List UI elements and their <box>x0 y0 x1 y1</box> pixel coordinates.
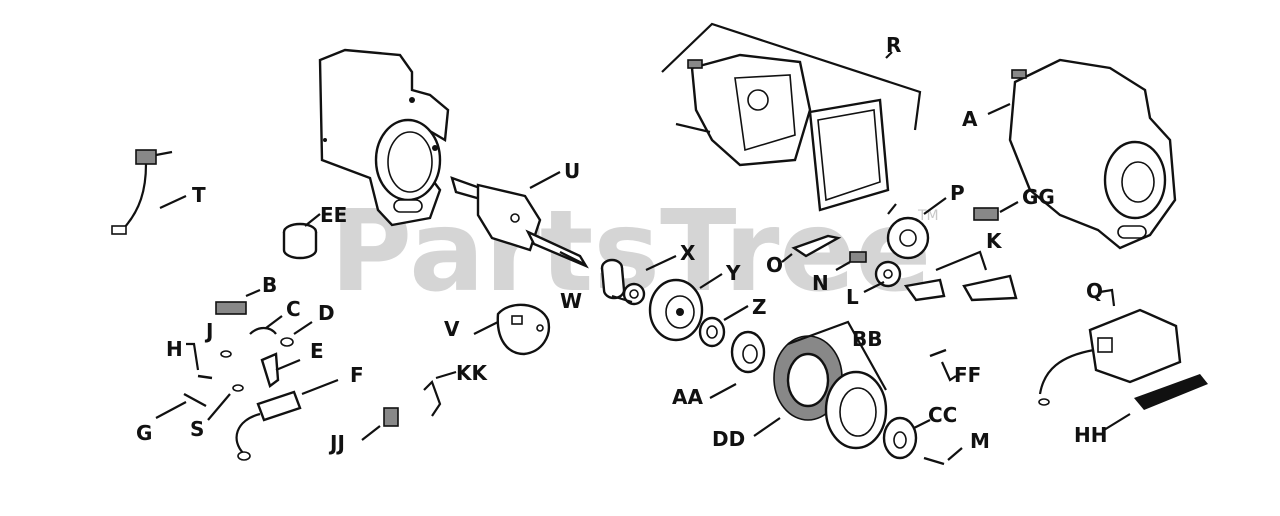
disc-bb-part <box>824 370 888 450</box>
screw-h-part <box>197 374 213 380</box>
label-ee: EE <box>320 203 347 227</box>
label-g: G <box>136 421 152 445</box>
leader-lines <box>155 51 1131 461</box>
label-r: R <box>886 33 901 57</box>
cover-q-part <box>1038 308 1182 406</box>
r-bracket-line <box>661 22 922 131</box>
switch-part <box>111 149 173 235</box>
end-cap-v-part <box>496 303 551 356</box>
label-z: Z <box>752 295 767 319</box>
pulley-cc-part <box>882 416 918 460</box>
label-l: L <box>846 285 859 309</box>
label-gg: GG <box>1022 185 1055 209</box>
terminal-hh-part <box>1134 374 1208 410</box>
bearing-aa-part <box>730 330 766 374</box>
label-j: J <box>204 319 213 343</box>
screw-n-part <box>849 251 867 263</box>
bushing-part <box>282 222 318 260</box>
label-o: O <box>766 253 783 277</box>
screw-ff-part <box>929 348 947 358</box>
housing-part <box>318 48 450 227</box>
washer-s-part <box>232 384 244 392</box>
washer-x-hole <box>629 289 639 299</box>
label-dd: DD <box>712 427 745 451</box>
label-hh: HH <box>1074 423 1107 447</box>
label-ff: FF <box>954 363 981 387</box>
label-jj: JJ <box>328 431 345 455</box>
gear-l-part <box>874 260 902 288</box>
label-t: T <box>192 183 206 207</box>
label-bb: BB <box>852 327 883 351</box>
label-d: D <box>318 301 335 325</box>
label-cc: CC <box>928 403 957 427</box>
label-e: E <box>310 339 324 363</box>
bracket-k-part <box>962 274 1018 302</box>
label-x: X <box>680 241 696 265</box>
label-u: U <box>564 159 580 183</box>
label-f: F <box>350 363 364 387</box>
bb-bracket-line <box>787 320 887 391</box>
label-w: W <box>560 289 582 313</box>
brush-gg-part <box>973 207 999 221</box>
label-y: Y <box>725 261 741 285</box>
label-c: C <box>286 297 301 321</box>
label-k: K <box>986 229 1003 253</box>
washer-d-part <box>280 337 294 347</box>
bracket-e-part <box>260 352 280 388</box>
label-q: Q <box>1086 279 1103 303</box>
label-m: M <box>970 429 990 453</box>
armature-part <box>450 176 589 269</box>
label-aa: AA <box>672 385 703 409</box>
sleeve-w-part <box>600 258 626 300</box>
disc-dd-part <box>773 335 843 421</box>
label-b: B <box>262 273 277 297</box>
gear-housing-part <box>675 53 812 167</box>
screw-m-part <box>923 456 945 466</box>
gear-p-part <box>886 203 930 260</box>
label-s: S <box>190 417 204 441</box>
terminal-jj-part <box>383 407 399 427</box>
pulley-y-part <box>648 278 704 342</box>
housing-a-part <box>1008 58 1177 250</box>
bracket-o-part <box>791 234 842 258</box>
spacer-z-part <box>698 316 726 348</box>
label-h: H <box>166 337 183 361</box>
screw-g-part <box>183 392 207 408</box>
bracket-l-part <box>903 278 946 302</box>
clip-kk-part <box>423 380 442 417</box>
label-p: P <box>950 181 965 205</box>
washer-j-part <box>220 350 232 358</box>
label-n: N <box>812 271 829 295</box>
label-a: A <box>962 107 978 131</box>
k-bracket-line <box>935 250 988 272</box>
gasket-part <box>808 98 890 212</box>
spring-c-part <box>249 326 277 335</box>
capacitor-f-part <box>235 390 302 461</box>
label-v: V <box>444 317 460 341</box>
brush-b-part <box>215 301 247 315</box>
label-kk: KK <box>456 361 488 385</box>
watermark-trademark: TM <box>917 208 939 224</box>
